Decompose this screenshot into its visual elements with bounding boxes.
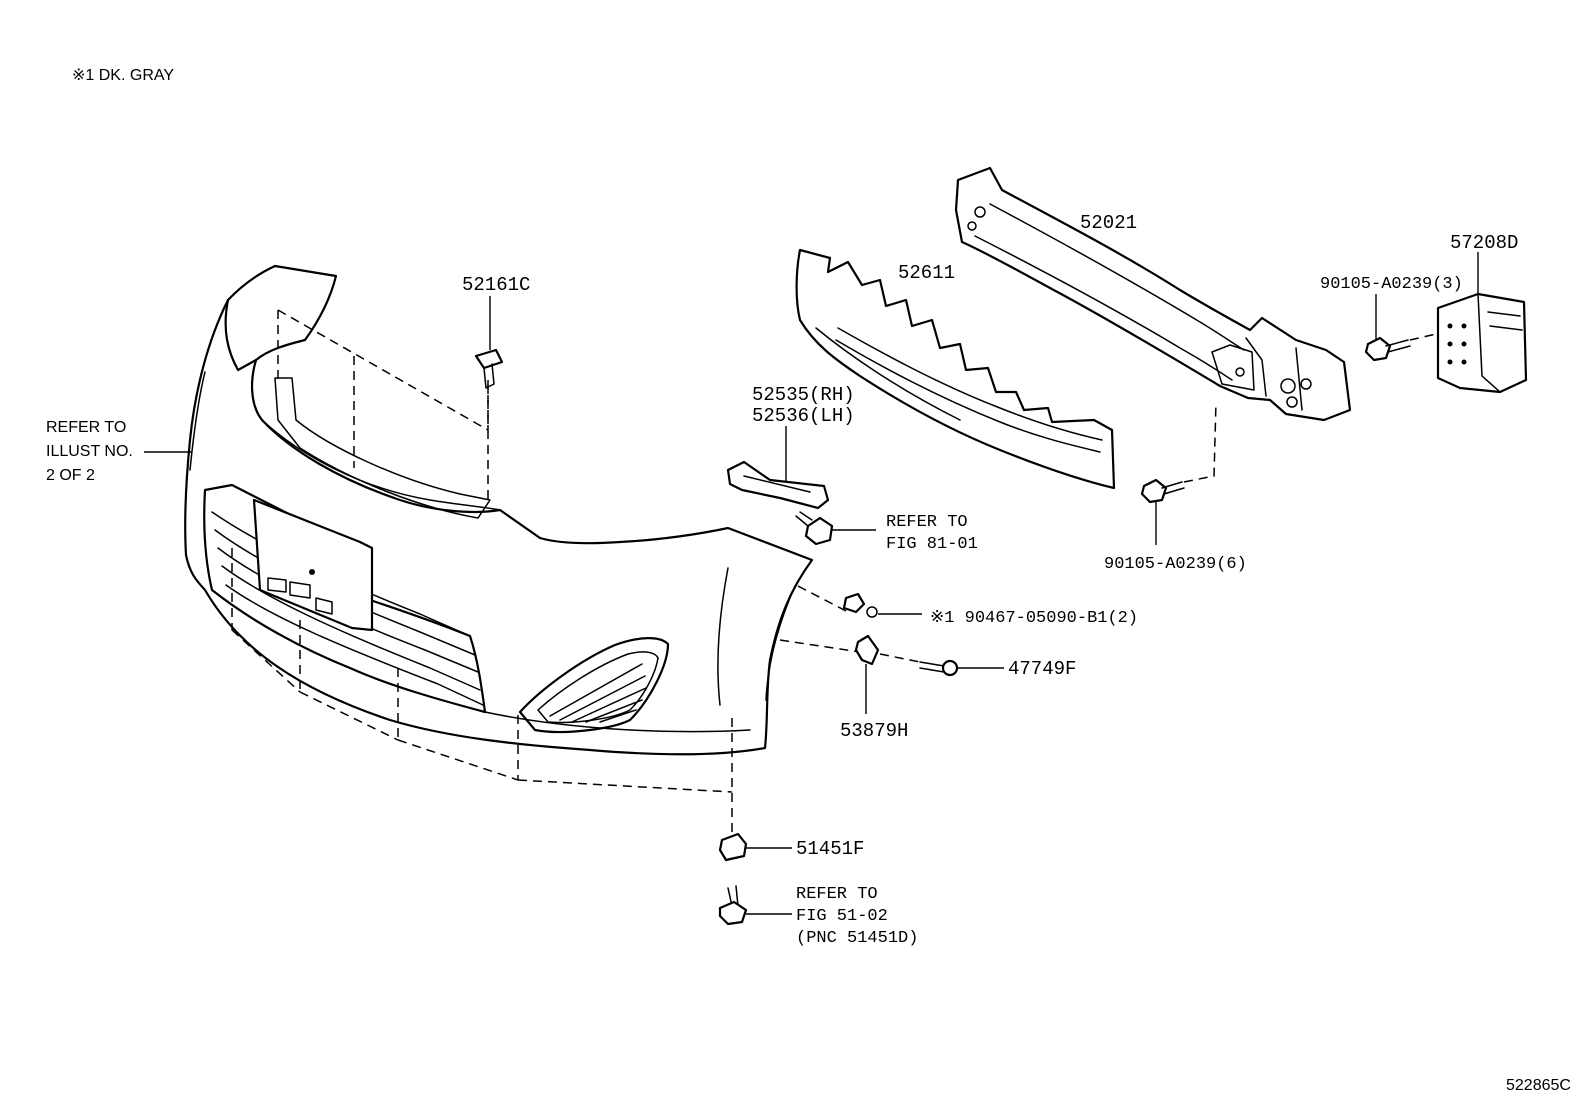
bumper-dashed-guides	[231, 309, 861, 840]
label-refer-51-line3: (PNC 51451D)	[796, 929, 918, 948]
label-52535: 52535(RH)	[752, 384, 855, 406]
label-90105-6: 90105-A0239(6)	[1104, 555, 1247, 574]
clip-51451f[interactable]	[718, 832, 792, 862]
label-52611: 52611	[898, 262, 955, 284]
screw-47749f[interactable]	[879, 653, 1004, 677]
label-refer-81-line2: FIG 81-01	[886, 535, 978, 554]
label-90467: ※1 90467-05090-B1(2)	[930, 609, 1138, 628]
bolt-90105-6[interactable]	[1140, 401, 1217, 545]
illustration-id: 522865C	[1506, 1077, 1571, 1094]
label-refer-illust-line2: ILLUST NO.	[46, 443, 133, 460]
absorber-52611[interactable]	[795, 248, 1116, 490]
label-57208d: 57208D	[1450, 232, 1518, 254]
clip-90467[interactable]	[842, 592, 922, 618]
label-refer-illust-line3: 2 OF 2	[46, 467, 95, 484]
label-52536: 52536(LH)	[752, 405, 855, 427]
screw-fig-51-02[interactable]	[718, 885, 792, 926]
bolt-90105-3[interactable]	[1364, 294, 1437, 362]
label-refer-51-line2: FIG 51-02	[796, 907, 888, 926]
label-53879h: 53879H	[840, 720, 908, 742]
bracket-57208d[interactable]	[1436, 252, 1528, 394]
retainer-52535-52536[interactable]	[726, 426, 830, 510]
label-90105-3: 90105-A0239(3)	[1320, 275, 1463, 294]
reinforcement-52021[interactable]	[954, 166, 1352, 422]
label-52021: 52021	[1080, 212, 1137, 234]
color-note: ※1 DK. GRAY	[72, 67, 174, 84]
nut-53879h[interactable]	[854, 634, 880, 714]
clip-52161c[interactable]	[474, 296, 504, 389]
label-51451f: 51451F	[796, 838, 864, 860]
label-refer-51-line1: REFER TO	[796, 885, 878, 904]
bumper-cover[interactable]	[184, 264, 814, 756]
label-52161c: 52161C	[462, 274, 530, 296]
label-refer-81-line1: REFER TO	[886, 513, 968, 532]
label-refer-illust-line1: REFER TO	[46, 419, 126, 436]
label-47749f: 47749F	[1008, 658, 1076, 680]
screw-fig-81-01[interactable]	[795, 511, 876, 546]
